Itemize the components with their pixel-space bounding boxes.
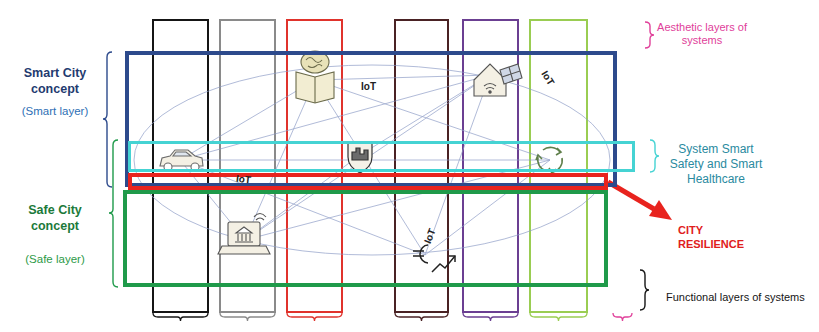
layer-type-label: Aesthetic layers of systems	[652, 21, 752, 47]
iot-network	[134, 65, 610, 255]
layer-subheading: (Smart layer)	[10, 104, 100, 118]
bank-laptop-icon	[235, 234, 253, 242]
smart-home-icon	[474, 64, 506, 96]
book-brain-icon	[296, 72, 334, 103]
resilience-arrow	[608, 182, 672, 220]
layer-brace	[650, 140, 659, 172]
column-brace	[153, 313, 208, 321]
column-brace	[287, 313, 342, 321]
layer-heading: Safe City concept	[10, 203, 100, 234]
column-brace	[220, 313, 275, 321]
iot-label: IoT	[361, 81, 385, 93]
book-brain-icon	[314, 77, 315, 103]
euro-growth-icon	[413, 251, 424, 256]
layer-subheading: (Safe layer)	[10, 252, 100, 266]
resilience-arrow	[649, 200, 672, 220]
system-column	[153, 20, 208, 312]
iot-network	[180, 80, 315, 160]
bank-laptop-icon	[218, 214, 270, 255]
iot-network	[245, 160, 550, 240]
iot-network	[134, 65, 610, 255]
shield-icon	[352, 148, 368, 160]
safe-layer-box: Safe City concept(Safe layer)	[123, 190, 608, 287]
city-resilience-band: CITY RESILIENCE	[128, 173, 608, 190]
iot-label: IoT	[235, 173, 260, 187]
iot-label: IoT	[422, 219, 442, 246]
system-column	[463, 20, 518, 312]
smart-safety-band: System Smart Safety and Smart Healthcare	[128, 141, 635, 172]
iot-network	[315, 80, 425, 255]
iot-label: IoT	[539, 69, 562, 96]
layer-brace	[640, 22, 659, 310]
column-brace	[153, 313, 632, 321]
bank-laptop-icon	[218, 246, 270, 254]
smart-home-icon	[502, 67, 520, 81]
recycle-icon	[536, 155, 542, 160]
layer-type-label: Functional layers of systems	[666, 291, 819, 304]
system-column	[220, 20, 275, 312]
iot-network	[315, 75, 490, 80]
layer-brace	[640, 270, 649, 310]
euro-growth-icon	[413, 245, 455, 272]
smart-home-icon	[500, 64, 522, 84]
car-icon	[160, 150, 203, 171]
smart-home-icon	[474, 64, 522, 96]
shield-icon	[348, 142, 372, 173]
car-icon	[173, 152, 191, 156]
layer-bracket	[103, 52, 112, 187]
euro-growth-icon	[432, 256, 455, 272]
shield-icon	[348, 142, 372, 173]
column-brace	[530, 313, 587, 321]
layer-heading: Smart City concept	[10, 66, 100, 97]
bank-laptop-icon	[228, 222, 260, 246]
euro-growth-icon	[449, 256, 455, 262]
book-brain-icon	[296, 51, 334, 103]
iot-network	[245, 155, 360, 240]
book-brain-icon	[306, 58, 322, 68]
layer-bracket	[103, 52, 118, 287]
system-column	[395, 20, 448, 312]
column-brace	[395, 313, 448, 321]
recycle-icon	[556, 148, 561, 155]
iot-network	[180, 75, 490, 160]
system-column	[153, 20, 587, 312]
column-brace	[613, 313, 632, 321]
layer-brace	[645, 22, 654, 48]
resilience-heading: CITY RESILIENCE	[678, 224, 758, 252]
system-heading: System Smart Safety and Smart Healthcare	[665, 142, 767, 187]
iot-network	[245, 75, 490, 240]
bank-laptop-icon	[236, 227, 252, 233]
euro-growth-icon	[420, 245, 428, 263]
system-column	[287, 20, 342, 312]
smart-home-icon	[484, 84, 496, 90]
layer-bracket	[109, 140, 118, 287]
system-column	[530, 20, 587, 312]
column-brace	[463, 313, 518, 321]
bank-laptop-icon	[254, 214, 266, 221]
smart-home-icon	[489, 91, 491, 93]
